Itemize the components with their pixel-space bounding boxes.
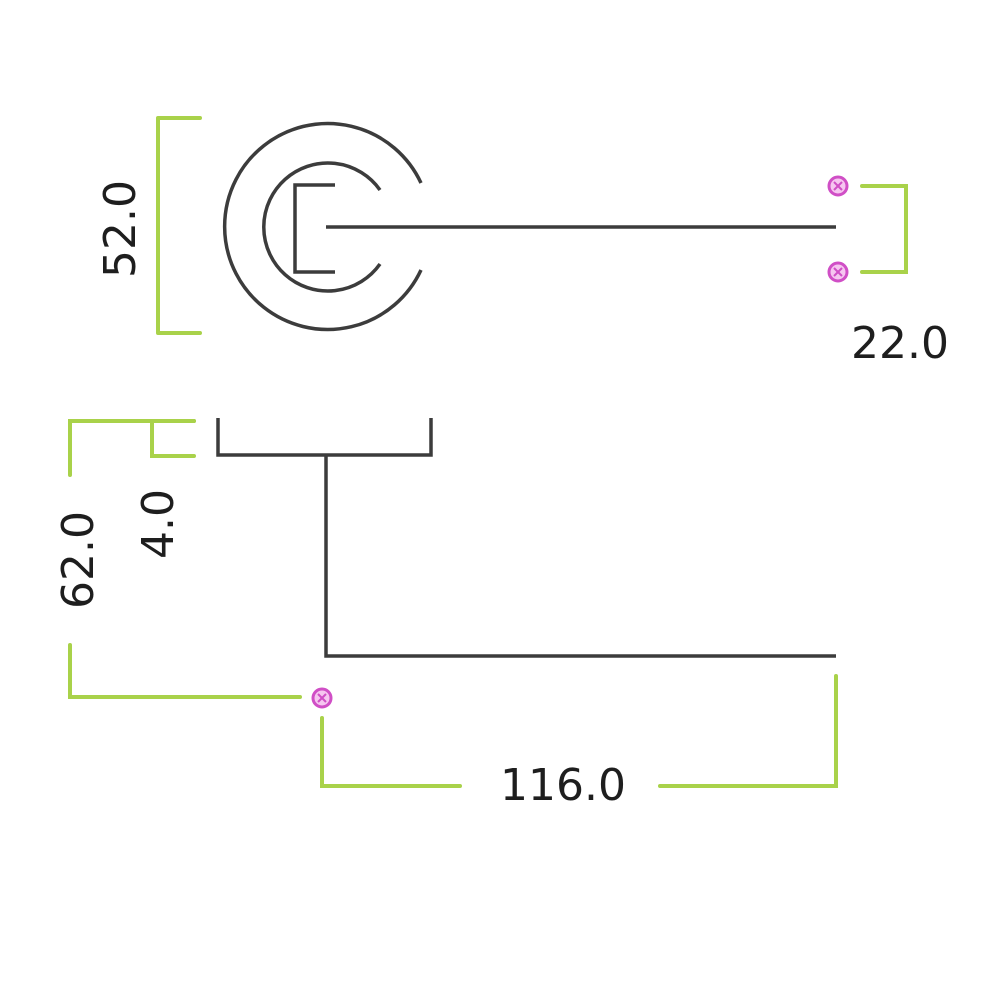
plan-view: 52.0 22.0 [95,116,949,369]
rose-side-profile [216,418,433,457]
dimension-rose-diameter: 52.0 [95,116,202,335]
dimension-label-lever-height: 62.0 [53,511,104,609]
fixing-point-marker-icon [311,687,333,709]
dimension-label-lever-length: 116.0 [500,760,626,811]
dimension-fixing-spacing: 22.0 [851,184,949,369]
dimension-label-rose-diameter: 52.0 [95,180,146,278]
fixing-point-marker-icon [827,175,849,197]
dimension-label-rose-thickness: 4.0 [133,489,184,559]
dimension-lever-length: 116.0 [320,674,838,811]
rose-inner-ring [262,161,382,293]
dimension-rose-thickness: 4.0 [133,419,196,559]
fixing-point-marker-icon [827,261,849,283]
lever-side-profile [324,455,836,658]
lever-neck-bracket [293,183,335,274]
dimension-label-fixing-spacing: 22.0 [851,318,949,369]
side-view: 4.0 62.0 116.0 [53,418,838,811]
dimension-lever-height: 62.0 [53,419,302,699]
rose-outer-ring [222,121,423,332]
